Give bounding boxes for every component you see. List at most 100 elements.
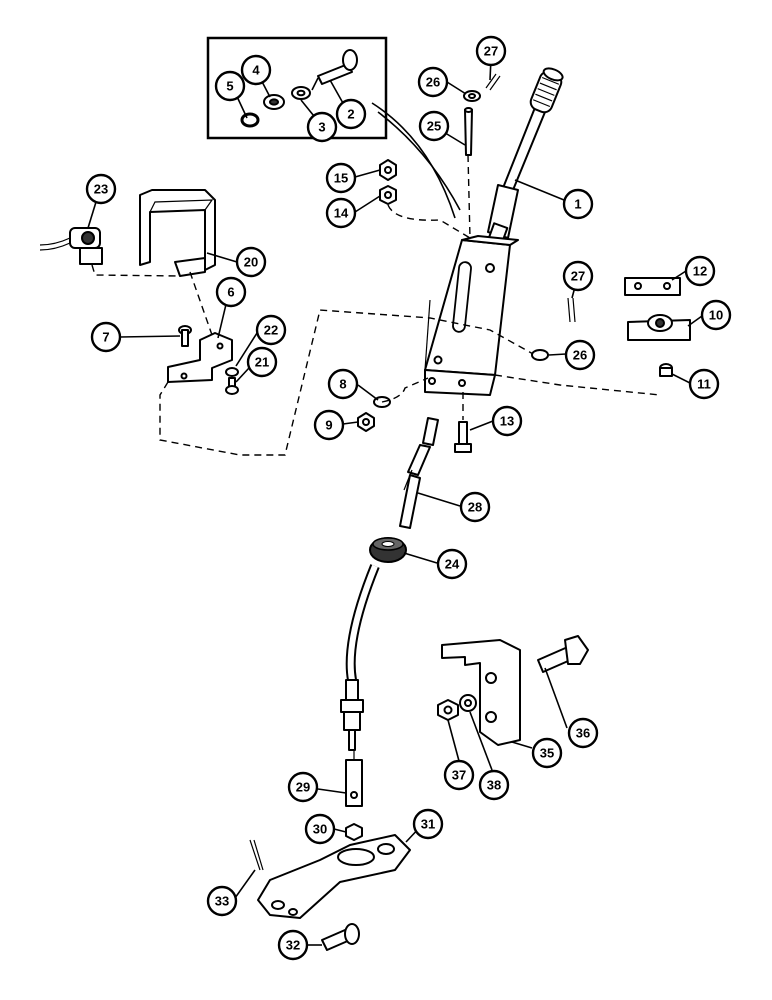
svg-text:27: 27	[484, 44, 498, 59]
washer-part	[225, 367, 239, 377]
clevis-pin-part	[317, 49, 358, 85]
svg-text:29: 29	[296, 780, 310, 795]
clamp-plate-part	[624, 277, 681, 296]
callout-22: 22	[255, 314, 287, 346]
lever-cover-part	[139, 189, 216, 277]
svg-text:6: 6	[227, 285, 234, 300]
callout-35: 35	[531, 737, 563, 769]
svg-text:20: 20	[244, 255, 258, 270]
washer-part	[531, 349, 549, 361]
rod-end-clevis-part	[345, 750, 363, 807]
svg-text:25: 25	[427, 119, 441, 134]
cable-end-fitting-part	[399, 417, 439, 529]
svg-text:32: 32	[286, 938, 300, 953]
cotter-pin-part	[485, 73, 501, 91]
svg-text:4: 4	[252, 63, 260, 78]
callout-2: 2	[335, 98, 367, 130]
callout-37: 37	[443, 759, 475, 791]
screw-part	[225, 377, 239, 395]
svg-text:7: 7	[102, 330, 109, 345]
svg-text:31: 31	[421, 817, 435, 832]
callout-7: 7	[90, 321, 122, 353]
callout-29: 29	[287, 771, 319, 803]
svg-text:30: 30	[313, 822, 327, 837]
callout-10: 10	[700, 299, 732, 331]
svg-text:5: 5	[226, 79, 233, 94]
callout-5: 5	[214, 70, 246, 102]
callout-1: 1	[562, 188, 594, 220]
pivot-pin-part	[464, 107, 473, 239]
svg-text:11: 11	[697, 377, 711, 392]
svg-text:12: 12	[693, 264, 707, 279]
retaining-clip-part	[240, 112, 260, 128]
cotter-pin-part	[567, 297, 576, 323]
svg-text:24: 24	[445, 557, 460, 572]
svg-text:38: 38	[487, 778, 501, 793]
callout-27-top: 27	[475, 35, 507, 67]
shift-arm-part	[257, 834, 411, 919]
svg-text:15: 15	[334, 171, 348, 186]
callout-31: 31	[412, 808, 444, 840]
cotter-pin-part	[249, 839, 264, 871]
callout-20: 20	[235, 246, 267, 278]
svg-text:9: 9	[325, 418, 332, 433]
callout-14: 14	[325, 197, 357, 229]
nut-part	[345, 823, 363, 841]
svg-text:13: 13	[500, 414, 514, 429]
bolt-part	[454, 392, 472, 453]
callout-3: 3	[306, 111, 338, 143]
callout-33: 33	[206, 885, 238, 917]
svg-text:14: 14	[334, 206, 349, 221]
hex-bolt-part	[537, 635, 589, 673]
svg-text:26: 26	[573, 348, 587, 363]
svg-text:27: 27	[571, 269, 585, 284]
callout-9: 9	[313, 409, 345, 441]
svg-text:21: 21	[255, 355, 269, 370]
callout-25: 25	[418, 110, 450, 142]
callout-15: 15	[325, 162, 357, 194]
callout-36: 36	[567, 717, 599, 749]
svg-text:33: 33	[215, 894, 229, 909]
svg-text:22: 22	[264, 323, 278, 338]
cable-grommet-part	[369, 537, 407, 563]
cable-support-bracket-part	[441, 639, 521, 746]
nut-part	[659, 363, 673, 377]
shift-lever-part	[485, 67, 564, 250]
svg-text:28: 28	[468, 500, 482, 515]
svg-text:36: 36	[576, 726, 590, 741]
switch-mounting-bracket-part	[167, 332, 233, 383]
callout-6: 6	[215, 276, 247, 308]
lever-mounting-bracket-part	[424, 235, 519, 396]
svg-text:26: 26	[426, 75, 440, 90]
svg-text:37: 37	[452, 768, 466, 783]
callout-12: 12	[684, 255, 716, 287]
bolt-part	[178, 325, 192, 347]
callout-32: 32	[277, 929, 309, 961]
clevis-pin-part	[321, 923, 360, 951]
svg-text:8: 8	[339, 377, 346, 392]
electrical-switch-part	[39, 227, 103, 265]
callout-38: 38	[478, 769, 510, 801]
callout-23: 23	[85, 173, 117, 205]
callout-8: 8	[327, 368, 359, 400]
svg-text:10: 10	[709, 308, 723, 323]
callout-28: 28	[459, 491, 491, 523]
callout-4: 4	[240, 54, 272, 86]
callout-11: 11	[688, 368, 720, 400]
control-cable-part	[340, 564, 380, 751]
callout-26-top: 26	[417, 66, 449, 98]
svg-text:1: 1	[574, 197, 581, 212]
callout-24: 24	[436, 548, 468, 580]
callout-26-right: 26	[564, 339, 596, 371]
svg-text:2: 2	[347, 107, 354, 122]
callout-27-right: 27	[562, 260, 594, 292]
svg-text:3: 3	[318, 120, 325, 135]
callout-13: 13	[491, 405, 523, 437]
svg-text:35: 35	[540, 746, 554, 761]
callout-30: 30	[304, 813, 336, 845]
cable-clamp-part	[627, 314, 691, 341]
callout-21: 21	[246, 346, 278, 378]
svg-text:23: 23	[94, 182, 108, 197]
